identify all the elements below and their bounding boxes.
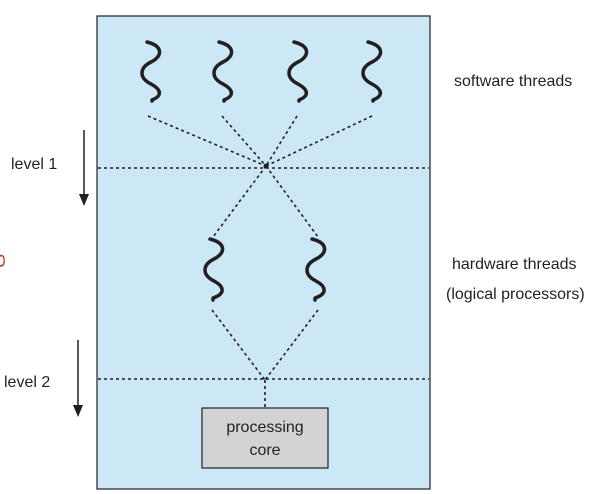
hardware-threads-label: hardware threads: [452, 256, 577, 273]
level1-label: level 1: [11, 156, 57, 173]
processing-core-label-line2: core: [249, 442, 280, 459]
hardware-threads-group: [203, 237, 327, 302]
side-annotation-char: 당: [0, 252, 8, 270]
software-thread-3-icon: [287, 40, 309, 103]
processing-core-box: [201, 407, 329, 469]
level1-arrow-head-icon: [79, 194, 89, 206]
level1-arrow: [79, 130, 89, 206]
level2-label: level 2: [4, 374, 50, 391]
software-threads-label: software threads: [454, 73, 572, 90]
processing-core-label-line1: processing: [226, 419, 303, 436]
hardware-thread-2-icon: [305, 237, 327, 302]
level2-arrow-head-icon: [73, 405, 83, 417]
software-thread-4-icon: [361, 40, 383, 103]
logical-processors-label: (logical processors): [446, 286, 585, 303]
hardware-thread-1-icon: [203, 237, 225, 302]
software-thread-1-icon: [140, 40, 162, 103]
software-thread-2-icon: [212, 40, 234, 103]
hardware-to-core-connectors: [211, 309, 319, 408]
software-threads-group: [140, 40, 383, 103]
software-to-hub-connectors: [147, 115, 373, 167]
hub-to-hardware-connectors: [212, 165, 319, 238]
level2-arrow: [73, 340, 83, 417]
